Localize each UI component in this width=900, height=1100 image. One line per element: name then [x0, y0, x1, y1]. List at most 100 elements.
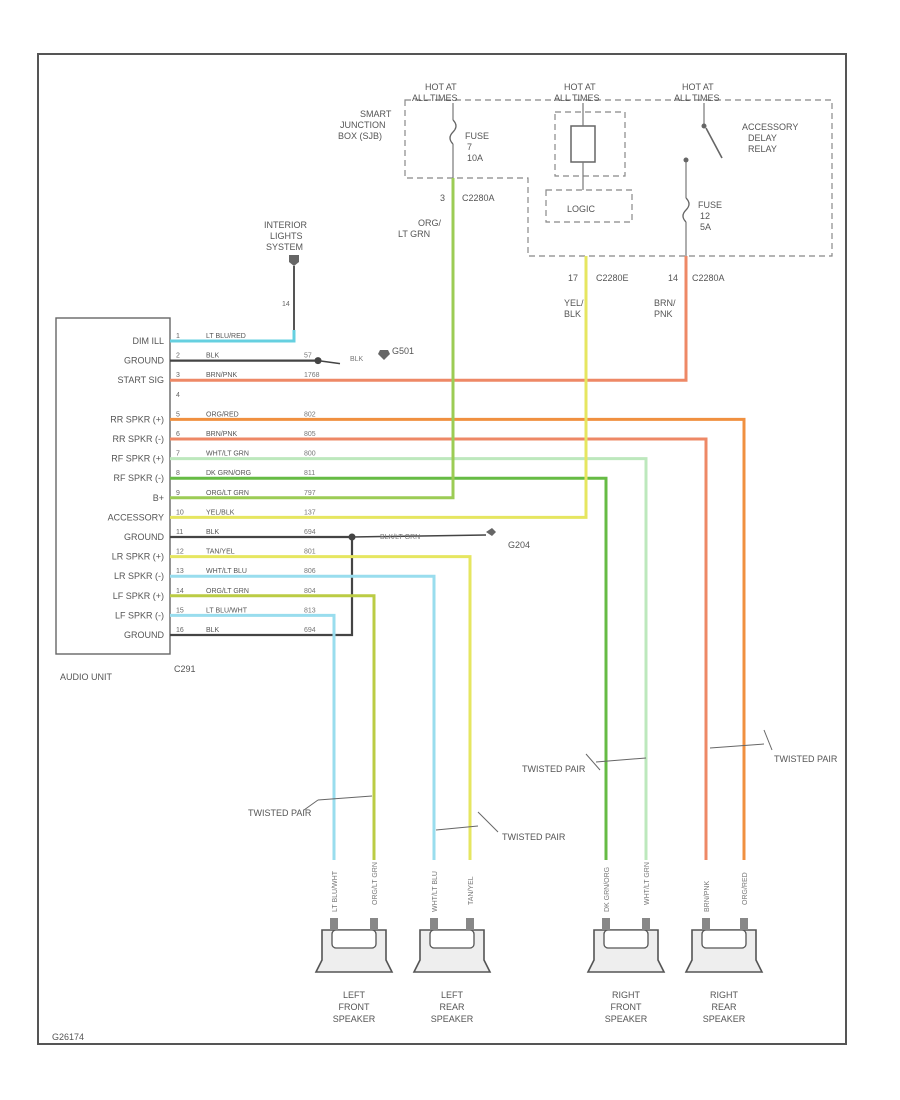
audio-unit-box [55, 317, 171, 655]
conn3-label: C2280A [692, 273, 725, 283]
speaker-name: LEFT [343, 990, 366, 1000]
wire-10 [170, 256, 588, 519]
wire-circuit: 1768 [304, 372, 320, 379]
wire-circuit: 797 [304, 490, 316, 497]
conn3-pin: 14 [668, 273, 678, 283]
wire-circuit: 694 [304, 529, 316, 536]
wire-12 [170, 555, 472, 860]
wire-color-label: BRN/PNK [206, 372, 237, 379]
speaker-terminal [370, 918, 378, 930]
wire-pin: 5 [176, 411, 180, 418]
wire-9 [170, 178, 455, 500]
twisted-pair-label-rf: TWISTED PAIR [522, 764, 586, 774]
interior-lights-pin: 14 [282, 301, 290, 308]
wire-pin: 7 [176, 451, 180, 458]
twisted-pair-pointer-rr [763, 729, 773, 751]
wire-color-label: WHT/LT GRN [206, 451, 249, 458]
speaker-name: REAR [439, 1002, 465, 1012]
wire-pin: 11 [176, 529, 183, 536]
wire-11 [170, 535, 354, 637]
wire-circuit: 811 [304, 470, 315, 477]
audio-unit-name: AUDIO UNIT [60, 672, 113, 682]
ground-g501-lead [317, 359, 341, 365]
audio-unit-pin-label: GROUND [124, 630, 164, 640]
audio-unit-pin-label: ACCESSORY [108, 512, 164, 522]
speaker-wire-label: ORG/RED [742, 872, 749, 905]
speaker-name: RIGHT [710, 990, 739, 1000]
harness-wires [170, 178, 746, 860]
audio-unit-pin-label: LR SPKR (-) [114, 571, 164, 581]
fuse2-symbol [682, 197, 690, 223]
relay-dashed-box [554, 111, 626, 177]
interior-lights-connector [289, 255, 299, 266]
twisted-pair-label-lr: TWISTED PAIR [502, 832, 566, 842]
speaker-wire-label: LT BLU/WHT [332, 870, 339, 912]
wire-5 [170, 417, 746, 860]
logic-label: LOGIC [567, 204, 596, 214]
speaker-name: SPEAKER [703, 1014, 746, 1024]
ground-g501: BLK G501 [350, 346, 414, 363]
wire-color-label: TAN/YEL [206, 549, 235, 556]
wire-circuit: 804 [304, 588, 316, 595]
audio-unit-pin-label: LF SPKR (+) [113, 591, 164, 601]
conn1-label: C2280A [462, 193, 495, 203]
wire-3 [170, 256, 688, 382]
wire3-label: BRN/PNK [654, 298, 676, 319]
speaker-cone [603, 929, 649, 949]
wire-color-label: BRN/PNK [206, 431, 237, 438]
speaker-terminal [602, 918, 610, 930]
audio-unit-pin-label: B+ [153, 493, 164, 503]
twisted-pair-bar-rf [595, 757, 647, 763]
ground-g204-wire: BLK/LT GRN [380, 534, 420, 541]
wire-pin: 4 [176, 392, 180, 399]
audio-unit-pin-label: RR SPKR (-) [113, 434, 165, 444]
audio-unit-pin-label: START SIG [117, 375, 164, 385]
speaker-name: FRONT [339, 1002, 370, 1012]
wire-color-label: LT BLU/WHT [206, 607, 248, 614]
speaker-cone [701, 929, 747, 949]
twisted-pair-callouts: TWISTED PAIR TWISTED PAIR TWISTED PAIR T… [248, 729, 838, 842]
speaker-terminal [330, 918, 338, 930]
speaker-name: SPEAKER [605, 1014, 648, 1024]
wire-circuit: 694 [304, 627, 316, 634]
ground-g501-symbol [378, 350, 390, 360]
fuse1-symbol [449, 119, 457, 145]
twisted-pair-label-lf: TWISTED PAIR [248, 808, 312, 818]
wire-pin: 1 [176, 333, 180, 340]
wire-circuit: 805 [304, 431, 316, 438]
speaker-wire-label: BRN/PNK [704, 881, 711, 912]
speaker-name: LEFT [441, 990, 464, 1000]
twisted-pair-pointer-rf [585, 753, 601, 771]
wire-13 [170, 574, 436, 860]
wire-circuit: 137 [304, 509, 316, 516]
wire-6 [170, 437, 708, 860]
wire2-label: YEL/BLK [564, 298, 584, 319]
wire-pin: 12 [176, 549, 184, 556]
audio-unit-pin-label: RF SPKR (-) [114, 473, 165, 483]
wire-circuit: 806 [304, 568, 316, 575]
wire-color-label: LT BLU/RED [206, 333, 246, 340]
speaker-name: SPEAKER [333, 1014, 376, 1024]
wire-color-label: BLK [206, 529, 220, 536]
wire-pin: 3 [176, 372, 180, 379]
speaker-name: SPEAKER [431, 1014, 474, 1024]
wire-pin: 2 [176, 353, 180, 360]
audio-unit-pin-label: RR SPKR (+) [110, 414, 164, 424]
audio-unit-pin-label: GROUND [124, 356, 164, 366]
ground-g204-lead [351, 534, 487, 538]
audio-unit-pin-label: LF SPKR (-) [115, 610, 164, 620]
wire-color-label: ORG/LT GRN [206, 588, 249, 595]
wire-pin: 9 [176, 490, 180, 497]
wire-color-label: BLK [206, 627, 220, 634]
speaker-terminal [466, 918, 474, 930]
wire-color-label: YEL/BLK [206, 509, 235, 516]
